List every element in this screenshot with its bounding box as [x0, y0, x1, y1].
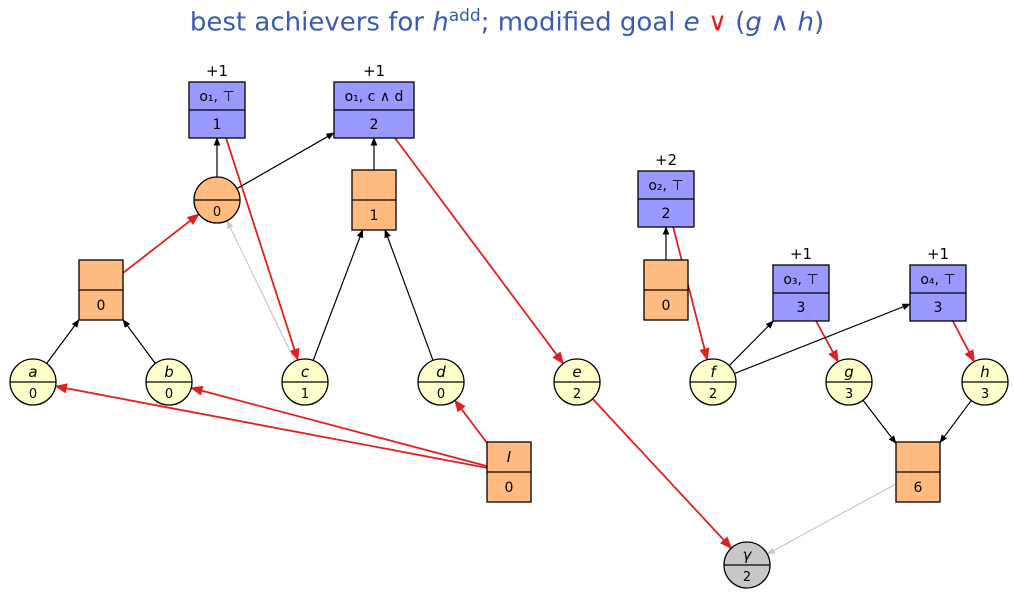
edge-a-to-and_ab: [46, 319, 80, 364]
proposition-value: 3: [981, 387, 989, 402]
and-value: 0: [97, 298, 106, 314]
proposition-value: 3: [845, 387, 853, 402]
proposition-value: 2: [743, 570, 751, 585]
title-close: ): [813, 7, 825, 38]
title-sup: add: [448, 6, 481, 26]
operator-node-op1: o₁, ⊤ 1 +1: [188, 62, 246, 139]
and-value: 6: [914, 480, 923, 496]
edge-op4-to-g: [815, 320, 839, 363]
operator-node-op4: o₃, ⊤ 3 +1: [772, 245, 830, 322]
edge-c-to-and_cd: [312, 229, 364, 361]
edge-and_I-to-b: [190, 385, 488, 468]
edge-or_top-to-op2: [236, 132, 335, 190]
proposition-node-h: h3: [961, 358, 1009, 406]
operator-label: o₄, ⊤: [920, 272, 955, 288]
operator-label: o₁, ⊤: [199, 89, 234, 105]
operator-label: o₁, c ∧ d: [345, 89, 404, 105]
proposition-node-b: b0: [145, 358, 193, 406]
proposition-label: e: [572, 363, 581, 381]
proposition-label: h: [980, 363, 990, 381]
operator-node-op5: o₄, ⊤ 3 +1: [909, 245, 967, 322]
operator-cost: +1: [790, 245, 812, 263]
proposition-node-g: g3: [825, 358, 873, 406]
operator-cost: +1: [206, 62, 228, 80]
edge-op1-to-c: [225, 137, 300, 362]
edge-c-to-or_top: [226, 219, 296, 362]
proposition-node-a: a0: [9, 358, 57, 406]
edge-f-to-op4: [728, 320, 774, 367]
proposition-label: γ: [743, 546, 753, 564]
edge-g-to-and_gh: [862, 399, 897, 444]
title-open: (: [735, 7, 746, 38]
proposition-node-c: c1: [281, 358, 329, 406]
title-prefix: best achievers for: [189, 7, 433, 38]
operator-cost: +1: [927, 245, 949, 263]
edge-and_I-to-d: [454, 399, 488, 444]
proposition-node-e: e2: [553, 358, 601, 406]
proposition-node-f: f2: [689, 358, 737, 406]
proposition-value: 2: [709, 387, 717, 402]
title-e: e: [683, 7, 700, 38]
edge-d-to-and_cd: [384, 229, 434, 361]
edge-b-to-and_ab: [122, 319, 156, 364]
operator-label: o₂, ⊤: [648, 178, 683, 194]
operator-node-op2: o₁, c ∧ d 2 +1: [333, 62, 415, 139]
and-node-and_I: I0: [486, 441, 532, 503]
proposition-value: 0: [165, 387, 173, 402]
title-and: ∧: [770, 7, 790, 38]
and-label: I: [507, 448, 512, 466]
edge-h-to-and_gh: [939, 400, 972, 444]
proposition-value: 0: [29, 387, 37, 402]
proposition-label: d: [436, 363, 446, 381]
operator-cost: +1: [363, 62, 385, 80]
edge-and_ab-to-or_top: [122, 213, 200, 274]
edge-op2-to-e: [394, 137, 564, 365]
proposition-node-gamma: γ2: [723, 541, 771, 589]
diagram-title: best achievers for hadd; modified goal e…: [0, 6, 1014, 38]
edge-f-to-op5: [734, 303, 911, 375]
and-node-and_o2: 0: [643, 259, 689, 321]
proposition-value: 1: [301, 387, 309, 402]
and-value: 1: [370, 208, 379, 224]
operator-value: 2: [370, 117, 379, 133]
proposition-label: c: [301, 363, 310, 381]
and-node-and_cd: 1: [351, 169, 397, 231]
proposition-value: 0: [437, 387, 445, 402]
operator-value: 3: [934, 300, 943, 316]
edge-and_gh-to-gamma: [766, 483, 897, 555]
title-hh: h: [797, 7, 814, 38]
and-node-and_gh: 6: [895, 441, 941, 503]
operator-value: 2: [662, 206, 671, 222]
proposition-label: a: [28, 363, 37, 381]
operator-value: 3: [797, 300, 806, 316]
and-value: 0: [662, 298, 671, 314]
proposition-node-or_top: 0: [193, 176, 241, 224]
operator-value: 1: [213, 117, 222, 133]
proposition-value: 2: [573, 387, 581, 402]
edge-e-to-gamma: [591, 398, 733, 550]
proposition-value: 0: [213, 205, 221, 220]
title-or: ∨: [707, 7, 727, 38]
edge-and_I-to-a: [54, 383, 488, 469]
and-value: 0: [505, 480, 514, 496]
edge-op5-to-h: [951, 320, 976, 363]
operator-cost: +2: [655, 151, 677, 169]
title-middle: ; modified goal: [480, 7, 684, 38]
proposition-label: g: [844, 363, 854, 381]
edge-op3-to-f: [672, 226, 710, 361]
operator-label: o₃, ⊤: [783, 272, 818, 288]
proposition-node-d: d0: [417, 358, 465, 406]
and-node-and_ab: 0: [78, 259, 124, 321]
operator-node-op3: o₂, ⊤ 2 +2: [637, 151, 695, 228]
proposition-label: b: [164, 363, 174, 381]
proposition-label: f: [710, 363, 718, 381]
title-h: h: [432, 7, 449, 38]
title-g: g: [745, 7, 762, 38]
